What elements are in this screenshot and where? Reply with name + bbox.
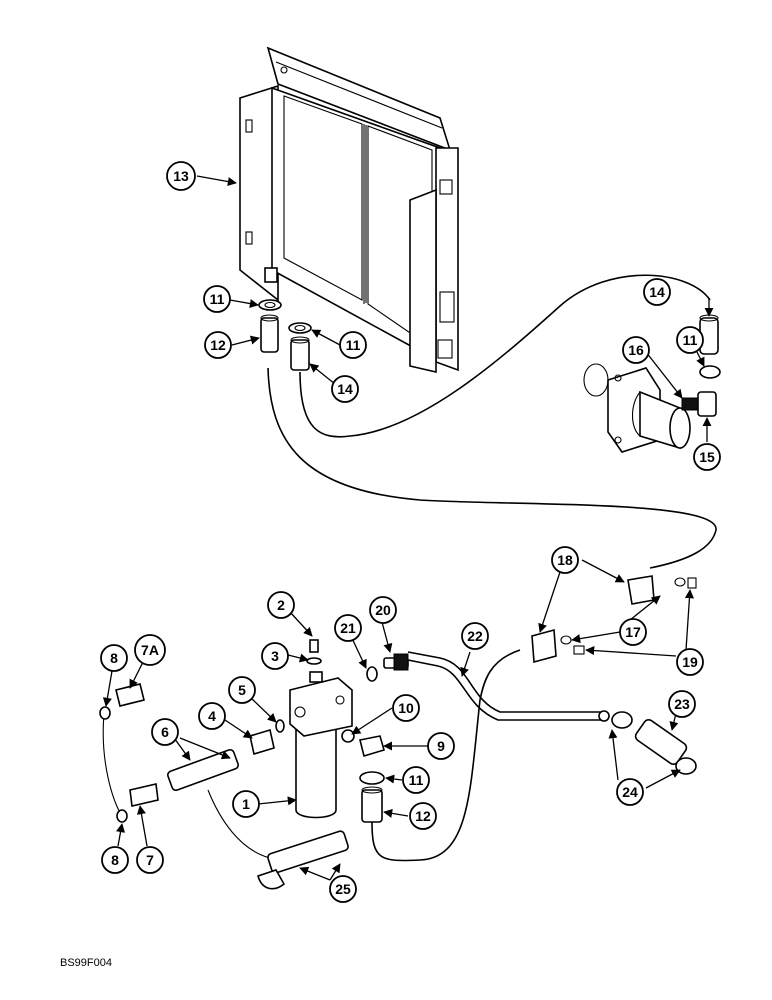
svg-text:22: 22 bbox=[467, 628, 483, 644]
svg-text:10: 10 bbox=[398, 700, 414, 716]
svg-text:8: 8 bbox=[111, 852, 119, 868]
svg-text:9: 9 bbox=[437, 738, 445, 754]
callout-3: 3 bbox=[261, 642, 289, 670]
callout-9: 9 bbox=[427, 732, 455, 760]
callout-7A: 7A bbox=[134, 634, 166, 666]
callout-11-c: 11 bbox=[676, 326, 704, 354]
pump-adapter bbox=[583, 314, 721, 453]
callout-12-b: 12 bbox=[409, 802, 437, 830]
callout-2: 2 bbox=[267, 591, 295, 619]
svg-text:11: 11 bbox=[346, 337, 361, 353]
svg-text:7: 7 bbox=[146, 852, 154, 868]
callout-18: 18 bbox=[551, 546, 579, 574]
svg-text:14: 14 bbox=[337, 381, 353, 397]
callout-17: 17 bbox=[619, 618, 647, 646]
callout-16: 16 bbox=[622, 336, 650, 364]
filter-assembly bbox=[99, 639, 409, 890]
callout-11-b: 11 bbox=[339, 331, 367, 359]
svg-text:12: 12 bbox=[210, 337, 226, 353]
callout-11-d: 11 bbox=[402, 766, 430, 794]
callout-5: 5 bbox=[228, 676, 256, 704]
callout-20: 20 bbox=[369, 596, 397, 624]
callout-23: 23 bbox=[668, 690, 696, 718]
svg-text:16: 16 bbox=[628, 342, 644, 358]
callout-15: 15 bbox=[693, 443, 721, 471]
svg-text:23: 23 bbox=[674, 696, 690, 712]
callout-8-lower: 8 bbox=[101, 846, 129, 874]
svg-text:13: 13 bbox=[173, 168, 189, 184]
svg-text:17: 17 bbox=[625, 624, 641, 640]
svg-text:15: 15 bbox=[699, 449, 715, 465]
svg-text:11: 11 bbox=[683, 332, 698, 348]
svg-text:11: 11 bbox=[210, 291, 225, 307]
svg-text:3: 3 bbox=[271, 648, 279, 664]
callout-14-a: 14 bbox=[331, 375, 359, 403]
callout-10: 10 bbox=[392, 694, 420, 722]
callout-21: 21 bbox=[334, 614, 362, 642]
callout-13: 13 bbox=[166, 161, 196, 191]
callout-8-upper: 8 bbox=[100, 644, 128, 672]
svg-text:21: 21 bbox=[340, 620, 356, 636]
callout-1: 1 bbox=[232, 790, 260, 818]
svg-text:4: 4 bbox=[208, 708, 216, 724]
svg-text:6: 6 bbox=[161, 724, 169, 740]
figure-id: BS99F004 bbox=[60, 957, 112, 969]
svg-text:14: 14 bbox=[649, 284, 665, 300]
callout-24: 24 bbox=[616, 778, 644, 806]
tube-and-brackets bbox=[407, 575, 697, 775]
svg-text:2: 2 bbox=[277, 597, 285, 613]
callout-12-a: 12 bbox=[204, 331, 232, 359]
callout-19: 19 bbox=[676, 648, 704, 676]
callout-25: 25 bbox=[329, 875, 357, 903]
callout-6: 6 bbox=[151, 718, 179, 746]
svg-text:1: 1 bbox=[242, 796, 250, 812]
callout-7: 7 bbox=[136, 846, 164, 874]
callout-4: 4 bbox=[198, 702, 226, 730]
svg-text:24: 24 bbox=[622, 784, 638, 800]
svg-text:11: 11 bbox=[409, 772, 424, 788]
svg-text:19: 19 bbox=[682, 654, 698, 670]
callout-14-b: 14 bbox=[643, 278, 671, 306]
callout-11-a: 11 bbox=[203, 285, 231, 313]
svg-text:18: 18 bbox=[557, 552, 573, 568]
svg-text:25: 25 bbox=[335, 881, 351, 897]
hydraulic-lines bbox=[102, 274, 717, 862]
callout-22: 22 bbox=[461, 622, 489, 650]
cooler-hose-fittings bbox=[258, 299, 312, 371]
svg-text:7A: 7A bbox=[141, 642, 159, 658]
svg-text:20: 20 bbox=[375, 602, 391, 618]
svg-text:8: 8 bbox=[110, 650, 118, 666]
oil-cooler bbox=[239, 46, 459, 374]
svg-text:12: 12 bbox=[415, 808, 431, 824]
svg-text:5: 5 bbox=[238, 682, 246, 698]
